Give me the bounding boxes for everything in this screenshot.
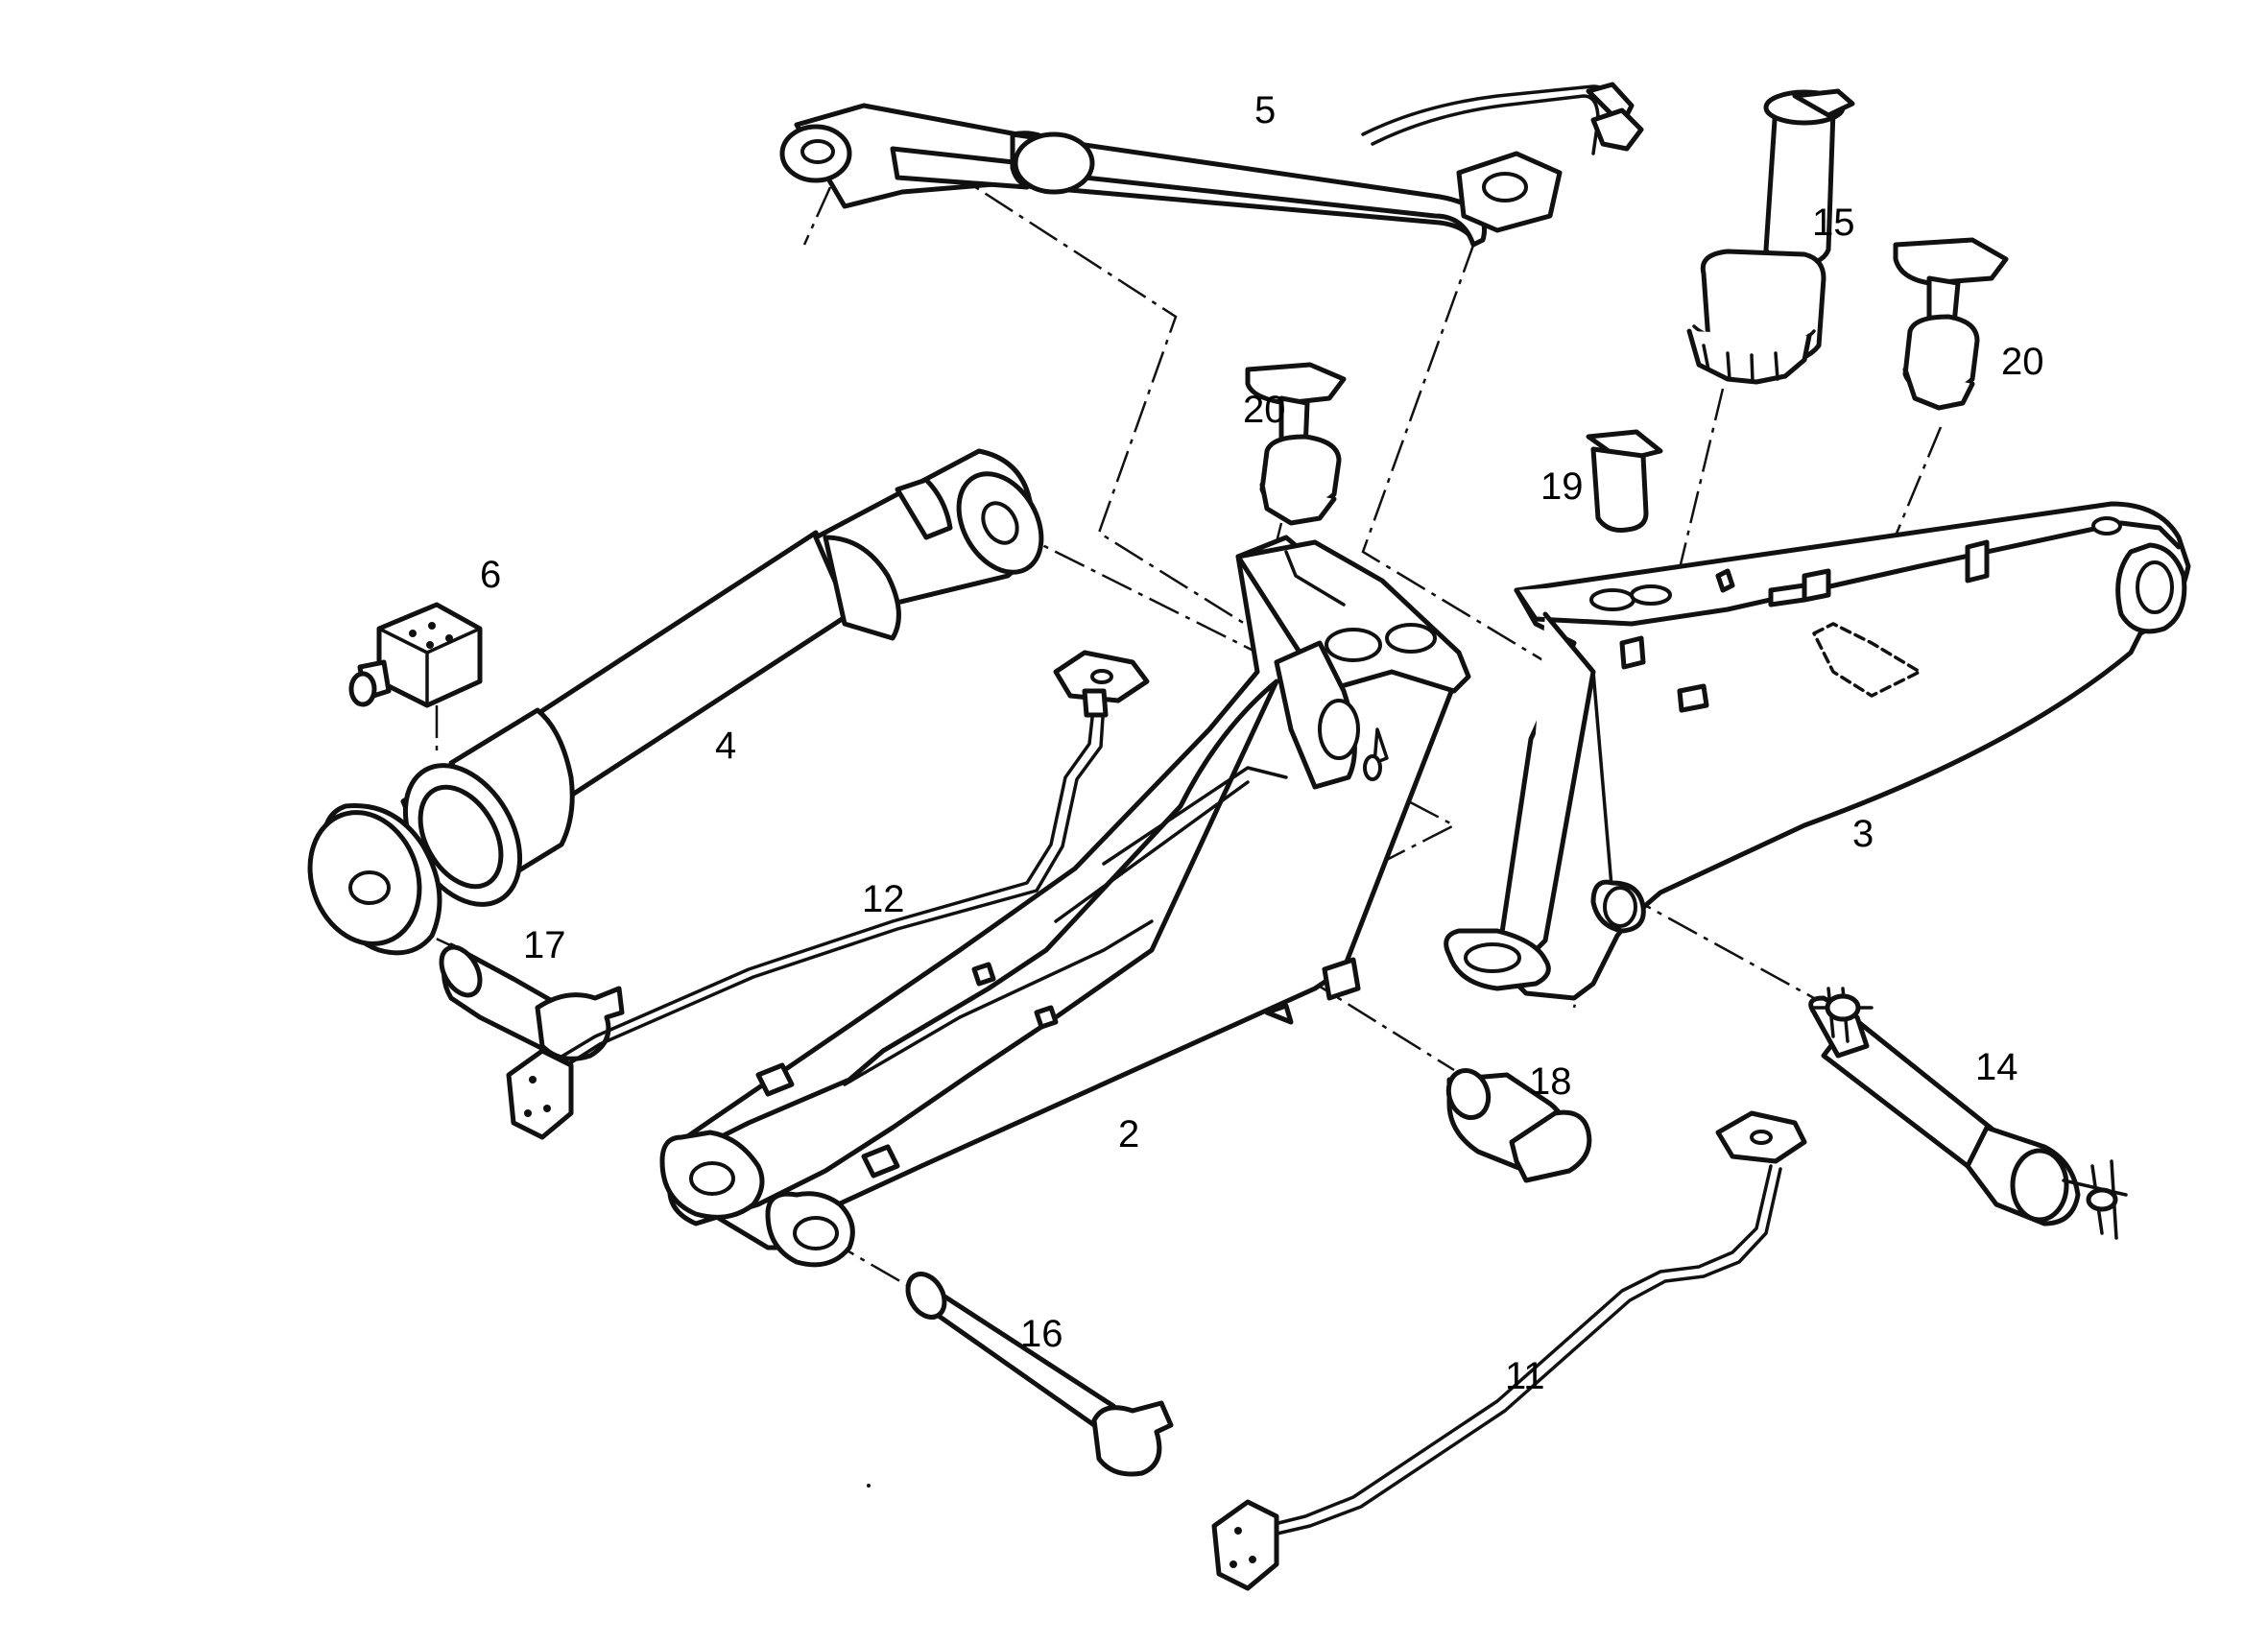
hydraulic-pipe-11 xyxy=(1211,1110,1807,1591)
pin-19 xyxy=(1586,429,1663,533)
pin-18 xyxy=(1445,1068,1592,1183)
leader-cyl5-rod-end xyxy=(802,186,832,246)
callout-16: 16 xyxy=(1020,1313,1063,1355)
leader-pin14 xyxy=(1621,891,1815,1000)
pin-15 xyxy=(1686,88,1855,385)
callout-20-center: 20 xyxy=(1243,389,1286,431)
callout-12: 12 xyxy=(862,878,905,920)
leader-cyl4-to-boom xyxy=(1007,526,1258,655)
callout-5: 5 xyxy=(1254,89,1276,131)
pin-17 xyxy=(439,942,625,1061)
callout-20-right: 20 xyxy=(2001,341,2044,383)
hydraulic-line-cyl5 xyxy=(1361,84,1614,146)
callout-14: 14 xyxy=(1975,1046,2018,1088)
boom-arm-2 xyxy=(659,535,1471,1268)
stray-mark xyxy=(867,1484,871,1488)
callout-17: 17 xyxy=(523,924,566,966)
leader-pin20-right xyxy=(1887,426,1943,553)
pin-16 xyxy=(905,1272,1174,1477)
pin-20-right xyxy=(1893,237,2009,411)
valve-block-6 xyxy=(348,602,483,708)
hydraulic-pipe-12 xyxy=(506,650,1150,1140)
callout-19: 19 xyxy=(1540,465,1584,508)
hydraulic-cylinder-4 xyxy=(307,448,1044,956)
callout-15: 15 xyxy=(1812,202,1855,244)
pin-14 xyxy=(1808,987,2128,1240)
pin-20-center xyxy=(1245,362,1347,526)
callout-labels: 2 3 4 5 6 11 12 14 15 16 17 18 19 20 20 xyxy=(480,89,2044,1397)
callout-2: 2 xyxy=(1118,1113,1139,1155)
arm-assembly-3 xyxy=(1444,501,2191,1001)
callout-3: 3 xyxy=(1852,813,1874,855)
callout-4: 4 xyxy=(715,725,736,767)
callout-18: 18 xyxy=(1529,1060,1572,1103)
hydraulic-cylinder-5 xyxy=(779,82,1644,248)
callout-11: 11 xyxy=(1505,1355,1545,1397)
leader-cyl5-to-boom xyxy=(851,106,1292,655)
callout-6: 6 xyxy=(480,554,501,596)
